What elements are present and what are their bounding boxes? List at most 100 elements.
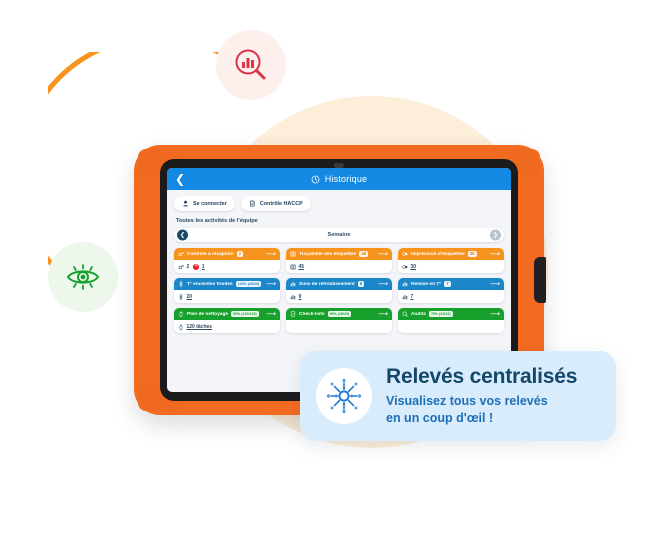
card-stat-error: ✕ 1 bbox=[193, 263, 205, 270]
activity-card-grid: Contrôle à réception 2 ⟶ 2 ✕ bbox=[174, 248, 504, 333]
activity-card[interactable]: Remise en T° 7 ⟶ 7 bbox=[398, 278, 504, 303]
delivery-box-icon bbox=[178, 264, 184, 269]
card-badge: 7 bbox=[444, 280, 451, 288]
error-icon: ✕ bbox=[193, 263, 200, 270]
chevron-left-icon[interactable]: ❮ bbox=[175, 172, 186, 186]
feature-callout: Relevés centralisés Visualisez tous vos … bbox=[300, 351, 616, 441]
card-title: Suivi de refroidissement bbox=[299, 281, 355, 287]
callout-icon-circle bbox=[316, 368, 372, 424]
card-body bbox=[286, 320, 392, 333]
activity-card[interactable]: Check-lists 90% (18/20) ⟶ bbox=[286, 308, 392, 333]
eye-icon bbox=[66, 264, 100, 290]
card-header: Check-lists 90% (18/20) ⟶ bbox=[286, 308, 392, 320]
card-header: Contrôle à réception 2 ⟶ bbox=[174, 248, 280, 260]
period-prev-button[interactable]: ❮ bbox=[177, 229, 188, 241]
card-badge: 30 bbox=[467, 250, 477, 258]
card-badge: 45 bbox=[359, 250, 369, 258]
tablet-screen: ❮ Historique bbox=[167, 168, 511, 392]
case-side-handle bbox=[534, 257, 546, 303]
card-badge: 90% (18/20) bbox=[327, 311, 352, 317]
card-badge: 2 bbox=[236, 250, 244, 258]
callout-text: Relevés centralisés Visualisez tous vos … bbox=[386, 365, 577, 428]
checklist-icon bbox=[290, 311, 296, 317]
haccp-control-button[interactable]: Contrôle HACCP bbox=[240, 196, 311, 211]
printer-label-icon bbox=[402, 251, 408, 257]
card-stat: 120 tâches bbox=[178, 324, 212, 330]
magnifier-icon bbox=[402, 311, 408, 317]
card-title: T° enceintes froides bbox=[187, 281, 233, 287]
thermometer-icon bbox=[179, 293, 183, 300]
card-stat-value: 20 bbox=[186, 293, 193, 300]
activity-card[interactable]: Traçabilité des étiquettes 45 ⟶ 45 bbox=[286, 248, 392, 273]
card-title: Impression d'étiquettes bbox=[411, 251, 465, 257]
activity-card[interactable]: Audits 75% (24/32) ⟶ bbox=[398, 308, 504, 333]
user-icon bbox=[183, 200, 188, 207]
arrow-right-icon[interactable]: ⟶ bbox=[377, 249, 388, 258]
period-next-button[interactable]: ❯ bbox=[490, 229, 501, 241]
app-header: ❮ Historique bbox=[167, 168, 511, 190]
chart-bars-icon bbox=[402, 281, 408, 287]
card-badge: 9 bbox=[357, 280, 365, 288]
card-title: Check-lists bbox=[299, 311, 325, 317]
card-body: 30 bbox=[398, 260, 504, 273]
haccp-control-button-label: Contrôle HACCP bbox=[259, 200, 303, 207]
thermometer-icon bbox=[178, 281, 184, 287]
activity-card[interactable]: Plan de nettoyage 93% (120/130) ⟶ 120 tâ… bbox=[174, 308, 280, 333]
card-header: T° enceintes froides 100% (20/20) ⟶ bbox=[174, 278, 280, 290]
arrow-right-icon[interactable]: ⟶ bbox=[489, 279, 500, 288]
labels-icon bbox=[290, 264, 296, 269]
callout-title: Relevés centralisés bbox=[386, 364, 578, 388]
card-stat: 20 bbox=[178, 294, 192, 300]
delivery-box-icon bbox=[178, 251, 184, 257]
page-title: Historique bbox=[324, 174, 368, 184]
front-camera bbox=[334, 163, 344, 168]
arrow-right-icon[interactable]: ⟶ bbox=[377, 279, 388, 288]
chart-magnifier-icon bbox=[235, 49, 266, 80]
card-title: Plan de nettoyage bbox=[187, 311, 229, 317]
card-stat: 9 bbox=[290, 294, 301, 300]
login-button-label: Se connecter bbox=[193, 200, 227, 207]
card-stat-value: 2 bbox=[186, 263, 190, 270]
login-button[interactable]: Se connecter bbox=[174, 196, 235, 211]
spray-bottle-icon bbox=[178, 311, 184, 317]
arrow-right-icon[interactable]: ⟶ bbox=[265, 279, 276, 288]
connector-arc bbox=[48, 52, 246, 285]
card-header: Suivi de refroidissement 9 ⟶ bbox=[286, 278, 392, 290]
card-stat: 7 bbox=[402, 294, 413, 300]
card-stat-error-value: 1 bbox=[201, 263, 205, 270]
card-body: 2 ✕ 1 bbox=[174, 260, 280, 273]
card-stat: 30 bbox=[402, 264, 416, 270]
card-stat: 2 bbox=[178, 264, 189, 270]
app-body: Se connecter Contrôle HACCP Toutes les a… bbox=[167, 190, 511, 333]
card-body bbox=[398, 320, 504, 333]
badge-chart-magnifier bbox=[216, 30, 286, 100]
arrow-right-icon[interactable]: ⟶ bbox=[489, 309, 500, 318]
card-stat-value: 7 bbox=[410, 293, 414, 300]
card-title: Traçabilité des étiquettes bbox=[299, 251, 357, 257]
card-stat-value: 9 bbox=[298, 293, 302, 300]
callout-subtitle: Visualisez tous vos relevés en un coup d… bbox=[386, 393, 548, 426]
card-header: Remise en T° 7 ⟶ bbox=[398, 278, 504, 290]
arrow-right-icon[interactable]: ⟶ bbox=[265, 249, 276, 258]
card-stat-value: 30 bbox=[410, 263, 417, 270]
arrow-right-icon[interactable]: ⟶ bbox=[265, 309, 276, 318]
activity-card[interactable]: T° enceintes froides 100% (20/20) ⟶ 20 bbox=[174, 278, 280, 303]
arrow-right-icon[interactable]: ⟶ bbox=[377, 309, 388, 318]
chart-bars-icon bbox=[290, 294, 296, 299]
card-title: Audits bbox=[411, 311, 426, 317]
section-label: Toutes les activités de l'équipe bbox=[176, 218, 258, 224]
clipboard-check-icon bbox=[249, 200, 255, 207]
app-title-group: Historique bbox=[167, 174, 511, 184]
arrow-right-icon[interactable]: ⟶ bbox=[489, 249, 500, 258]
printer-label-icon bbox=[402, 264, 408, 269]
activity-card[interactable]: Contrôle à réception 2 ⟶ 2 ✕ bbox=[174, 248, 280, 273]
spray-bottle-icon bbox=[179, 324, 183, 330]
card-header: Traçabilité des étiquettes 45 ⟶ bbox=[286, 248, 392, 260]
activity-card[interactable]: Impression d'étiquettes 30 ⟶ 30 bbox=[398, 248, 504, 273]
period-selector: ❮ Semaine ❯ bbox=[174, 228, 504, 242]
card-badge: 93% (120/130) bbox=[231, 311, 259, 317]
period-label: Semaine bbox=[327, 232, 351, 238]
card-body: 120 tâches bbox=[174, 320, 280, 333]
activity-card[interactable]: Suivi de refroidissement 9 ⟶ 9 bbox=[286, 278, 392, 303]
